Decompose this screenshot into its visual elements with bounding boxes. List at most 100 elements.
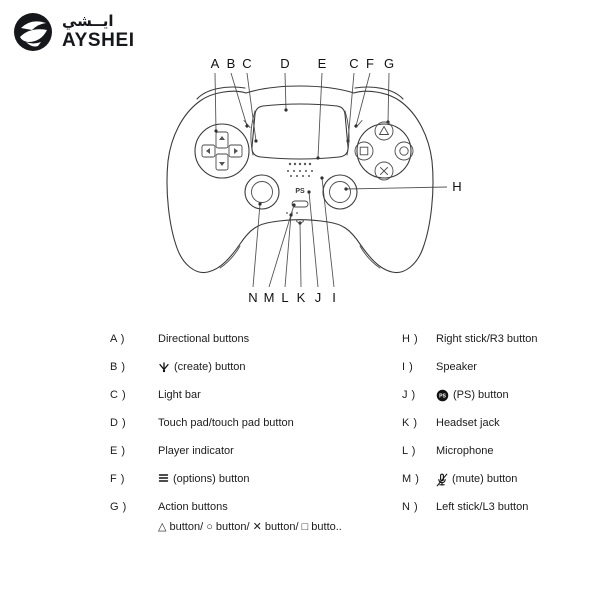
- create-button: [243, 120, 251, 128]
- legend-row-a: A ) Directional buttons: [110, 332, 402, 347]
- callout-label-e: E: [318, 56, 327, 71]
- directional-buttons: [194, 123, 250, 179]
- cross-glyph: [380, 167, 388, 175]
- touch-pad: [251, 103, 349, 160]
- legend-text: Light bar: [158, 389, 201, 401]
- controller-body: [166, 85, 434, 274]
- legend-key: B ): [110, 361, 126, 373]
- callout-label-g: G: [384, 56, 394, 71]
- legend-row-i: I ) Speaker: [402, 360, 600, 375]
- legend-row-c: C ) Light bar: [110, 388, 402, 403]
- legend-text: Player indicator: [158, 445, 234, 457]
- legend-text: Action buttons △ button/ ○ button/ ✕ but…: [158, 500, 342, 535]
- legend-row-b: B ) (create) button: [110, 360, 402, 375]
- legend-text: Speaker: [436, 361, 477, 373]
- circle-glyph: [399, 146, 409, 156]
- parts-legend: A ) Directional buttons B ) (create) but…: [0, 332, 600, 548]
- right-stick: [322, 174, 358, 210]
- brand-wordmark: ايــشي AYSHEI: [62, 13, 135, 51]
- legend-text: (create) button: [174, 361, 246, 373]
- legend-key: I ): [402, 361, 414, 373]
- headset-jack: [296, 218, 304, 224]
- right-grip-seam: [359, 245, 381, 269]
- callout-label-b: B: [227, 56, 236, 71]
- legend-row-m: M ) (mute) button: [402, 472, 600, 487]
- action-buttons: [354, 121, 414, 181]
- callout-label-h: H: [452, 179, 461, 194]
- svg-text:PS: PS: [439, 393, 446, 399]
- legend-row-l: L ) Microphone: [402, 444, 600, 459]
- player-indicator: [288, 162, 312, 166]
- callout-label-l: L: [281, 290, 288, 305]
- callout-label-m: M: [264, 290, 275, 305]
- legend-row-j: J ) PS (PS) button: [402, 388, 600, 403]
- legend-key: D ): [110, 417, 127, 429]
- callout-label-n: N: [248, 290, 257, 305]
- microphone-holes: [286, 212, 298, 214]
- legend-row-e: E ) Player indicator: [110, 444, 402, 459]
- brand-arabic-text: ايــشي: [62, 11, 114, 30]
- callout-label-i: I: [332, 290, 336, 305]
- legend-row-d: D ) Touch pad/touch pad button: [110, 416, 402, 431]
- action-buttons-label: Action buttons: [158, 501, 228, 513]
- legend-row-k: K ) Headset jack: [402, 416, 600, 431]
- callout-label-j: J: [315, 290, 322, 305]
- mic-mute-icon: [436, 473, 448, 487]
- legend-key: L ): [402, 445, 416, 457]
- legend-key: C ): [110, 389, 127, 401]
- action-buttons-glyph-line: △ button/ ○ button/ ✕ button/ □ butto..: [158, 521, 342, 533]
- left-grip-seam: [219, 245, 241, 269]
- options-button: [355, 120, 363, 128]
- light-bar-left: [250, 110, 256, 156]
- legend-text: Directional buttons: [158, 333, 250, 345]
- callout-label-a: A: [211, 56, 220, 71]
- legend-key: F ): [110, 473, 125, 485]
- legend-row-g: G ) Action buttons △ button/ ○ button/ ✕…: [110, 500, 402, 535]
- legend-left-column: A ) Directional buttons B ) (create) but…: [110, 332, 402, 548]
- ayshei-bird-icon: [13, 12, 53, 52]
- legend-key: A ): [110, 333, 125, 345]
- square-glyph: [359, 146, 369, 156]
- callout-label-c1: C: [242, 56, 251, 71]
- legend-text: (mute) button: [452, 473, 518, 485]
- legend-text: Headset jack: [436, 417, 500, 429]
- callout-label-c2: C: [349, 56, 358, 71]
- light-bar-right: [344, 110, 350, 156]
- right-shoulder-button: [354, 86, 404, 100]
- ps-button: PS: [295, 188, 305, 195]
- legend-text: Left stick/L3 button: [436, 501, 529, 513]
- cross-button: [374, 161, 394, 181]
- legend-row-f: F ) (options) button: [110, 472, 402, 487]
- create-icon: [158, 361, 170, 373]
- legend-key: E ): [110, 445, 126, 457]
- legend-text: Microphone: [436, 445, 494, 457]
- callout-label-k: K: [297, 290, 306, 305]
- legend-key: N ): [402, 501, 419, 513]
- legend-row-h: H ) Right stick/R3 button: [402, 332, 600, 347]
- mute-button: [291, 200, 309, 208]
- brand-logo: ايــشي AYSHEI: [13, 12, 135, 52]
- square-button: [354, 141, 374, 161]
- legend-key: J ): [402, 389, 416, 401]
- legend-key: M ): [402, 473, 420, 485]
- legend-text: Right stick/R3 button: [436, 333, 538, 345]
- legend-right-column: H ) Right stick/R3 button I ) Speaker J …: [402, 332, 600, 548]
- triangle-button: [374, 121, 394, 141]
- speaker-grille: [287, 170, 313, 177]
- triangle-glyph: [378, 125, 390, 135]
- controller-illustration: PS: [166, 85, 434, 274]
- circle-button: [394, 141, 414, 161]
- legend-row-n: N ) Left stick/L3 button: [402, 500, 600, 515]
- callout-labels: A B C D E C F G H N M L K J I: [211, 56, 462, 305]
- ps-logo-icon: PS: [436, 389, 449, 402]
- legend-key: G ): [110, 501, 127, 513]
- left-shoulder-button: [196, 86, 246, 100]
- legend-key: H ): [402, 333, 419, 345]
- legend-text: Touch pad/touch pad button: [158, 417, 294, 429]
- legend-text: (PS) button: [453, 389, 509, 401]
- controller-diagram: A B C D E C F G H N M L K J I: [166, 56, 462, 305]
- brand-latin-text: AYSHEI: [62, 29, 135, 51]
- legend-text: (options) button: [173, 473, 250, 485]
- callout-label-d: D: [280, 56, 289, 71]
